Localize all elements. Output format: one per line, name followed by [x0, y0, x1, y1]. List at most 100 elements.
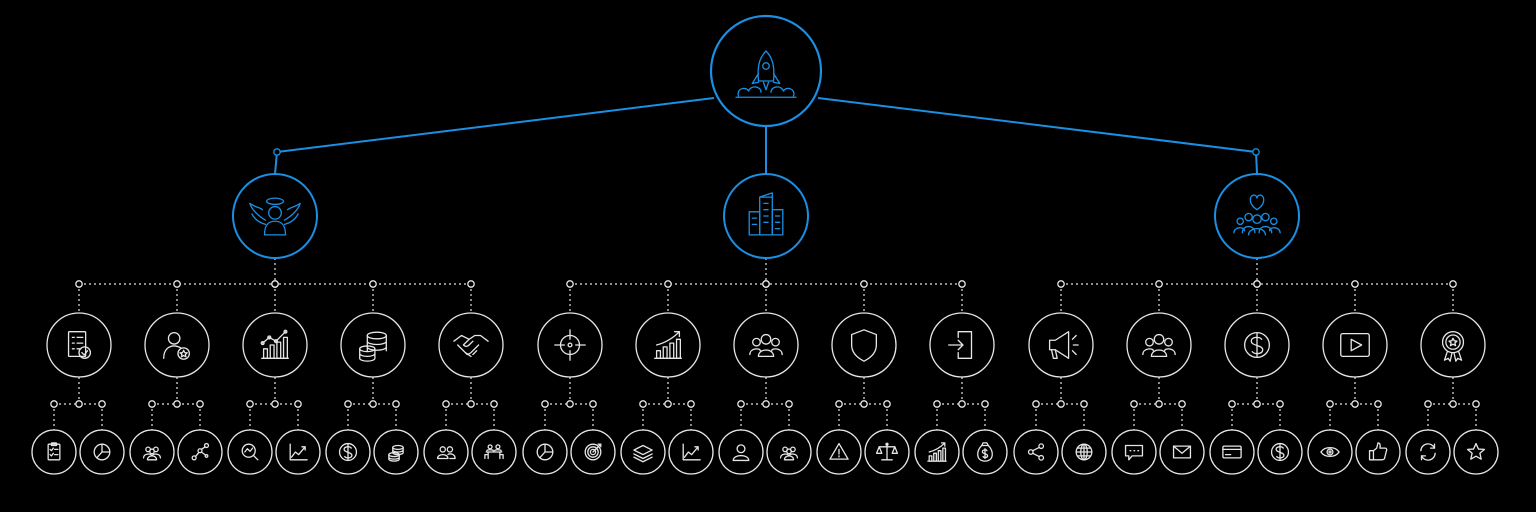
- junction-dot: [1155, 280, 1163, 288]
- junction-dot: [762, 280, 770, 288]
- leaf-node-circle: [1307, 429, 1353, 475]
- junction-dot: [75, 280, 83, 288]
- handshake-icon: [453, 334, 489, 358]
- leaf-node-circle: [1159, 429, 1205, 475]
- child-node: [144, 312, 210, 378]
- dollar-coin-icon: [1243, 331, 1271, 359]
- junction-dot: [589, 400, 597, 408]
- line-chart-icon: [289, 443, 308, 461]
- share-icon: [1027, 443, 1045, 461]
- junction-dot: [1472, 400, 1480, 408]
- crosshair-target-icon: [554, 329, 586, 361]
- leaf-node: [718, 429, 764, 475]
- junction-dot: [1032, 400, 1040, 408]
- child-node-circle: [831, 312, 897, 378]
- leaf-node: [1013, 429, 1059, 475]
- junction-dot: [1155, 400, 1163, 408]
- leaf-node: [1159, 429, 1205, 475]
- junction-dot: [958, 280, 966, 288]
- root-node: [709, 14, 823, 128]
- globe-icon: [1075, 443, 1093, 461]
- junction-dot: [981, 400, 989, 408]
- junction-dot: [1424, 400, 1432, 408]
- growth-chart-icon: [654, 331, 682, 359]
- child-node: [733, 312, 799, 378]
- junction-dot: [294, 400, 302, 408]
- team-icon: [142, 446, 162, 461]
- junction-dot: [1057, 280, 1065, 288]
- junction-dot: [1080, 400, 1088, 408]
- junction-dot: [1374, 400, 1382, 408]
- junction-dot: [687, 400, 695, 408]
- leaf-node-circle: [1013, 429, 1059, 475]
- leaf-node: [1453, 429, 1499, 475]
- refresh-icon: [1420, 443, 1436, 461]
- leaf-node: [1257, 429, 1303, 475]
- junction-dot: [392, 400, 400, 408]
- junction-dot: [1253, 280, 1261, 288]
- coins-icon: [388, 444, 404, 462]
- junction-dot: [1253, 400, 1261, 408]
- junction-dot: [98, 400, 106, 408]
- leaf-node-circle: [1209, 429, 1255, 475]
- line-chart-icon: [682, 443, 701, 461]
- leaf-node-circle: [423, 429, 469, 475]
- leaf-node: [423, 429, 469, 475]
- junction-dot: [369, 400, 377, 408]
- chat-bubble-icon: [1124, 444, 1144, 461]
- junction-dot: [737, 400, 745, 408]
- junction-dot: [271, 400, 279, 408]
- credit-card-icon: [1222, 445, 1242, 459]
- child-node: [537, 312, 603, 378]
- child-node: [438, 312, 504, 378]
- leaf-node: [1061, 429, 1107, 475]
- branch-node-circle: [232, 173, 318, 259]
- leaf-node: [1355, 429, 1401, 475]
- money-bag-icon: [977, 442, 993, 462]
- junction-dot: [1351, 280, 1359, 288]
- root-connector-left: [276, 97, 715, 153]
- junction-dot: [835, 400, 843, 408]
- junction-dot: [566, 400, 574, 408]
- branch-node-circle: [1214, 173, 1300, 259]
- leaf-node-circle: [1111, 429, 1157, 475]
- junction-dot: [1252, 148, 1260, 156]
- child-node-circle: [733, 312, 799, 378]
- child-node-circle: [1126, 312, 1192, 378]
- junction-dot: [369, 280, 377, 288]
- child-node: [635, 312, 701, 378]
- growth-chart-icon: [927, 442, 947, 462]
- group-icon: [1142, 333, 1176, 358]
- leaf-node: [766, 429, 812, 475]
- community-heart-icon: [1233, 194, 1281, 236]
- leaf-node: [864, 429, 910, 475]
- junction-dot: [173, 280, 181, 288]
- leaf-node: [570, 429, 616, 475]
- user-icon: [732, 444, 750, 462]
- leaf-node-circle: [1355, 429, 1401, 475]
- junction-dot: [490, 400, 498, 408]
- junction-dot: [50, 400, 58, 408]
- child-node-circle: [46, 312, 112, 378]
- leaf-node: [668, 429, 714, 475]
- thumbs-up-icon: [1368, 442, 1388, 461]
- junction-dot: [1449, 280, 1457, 288]
- junction-dot: [1130, 400, 1138, 408]
- child-node: [1126, 312, 1192, 378]
- leaf-node: [373, 429, 419, 475]
- junction-dot: [344, 400, 352, 408]
- bar-chart-trend-icon: [260, 329, 289, 359]
- junction-dot: [1326, 400, 1334, 408]
- child-node-circle: [1322, 312, 1388, 378]
- login-icon: [948, 331, 973, 359]
- leaf-node: [1405, 429, 1451, 475]
- junction-dot: [639, 400, 647, 408]
- child-node-circle: [242, 312, 308, 378]
- child-node: [1322, 312, 1388, 378]
- dollar-coin-icon: [1270, 442, 1290, 462]
- junction-dot: [173, 400, 181, 408]
- checklist-icon: [67, 331, 92, 359]
- leaf-node: [325, 429, 371, 475]
- user-star-icon: [163, 331, 191, 360]
